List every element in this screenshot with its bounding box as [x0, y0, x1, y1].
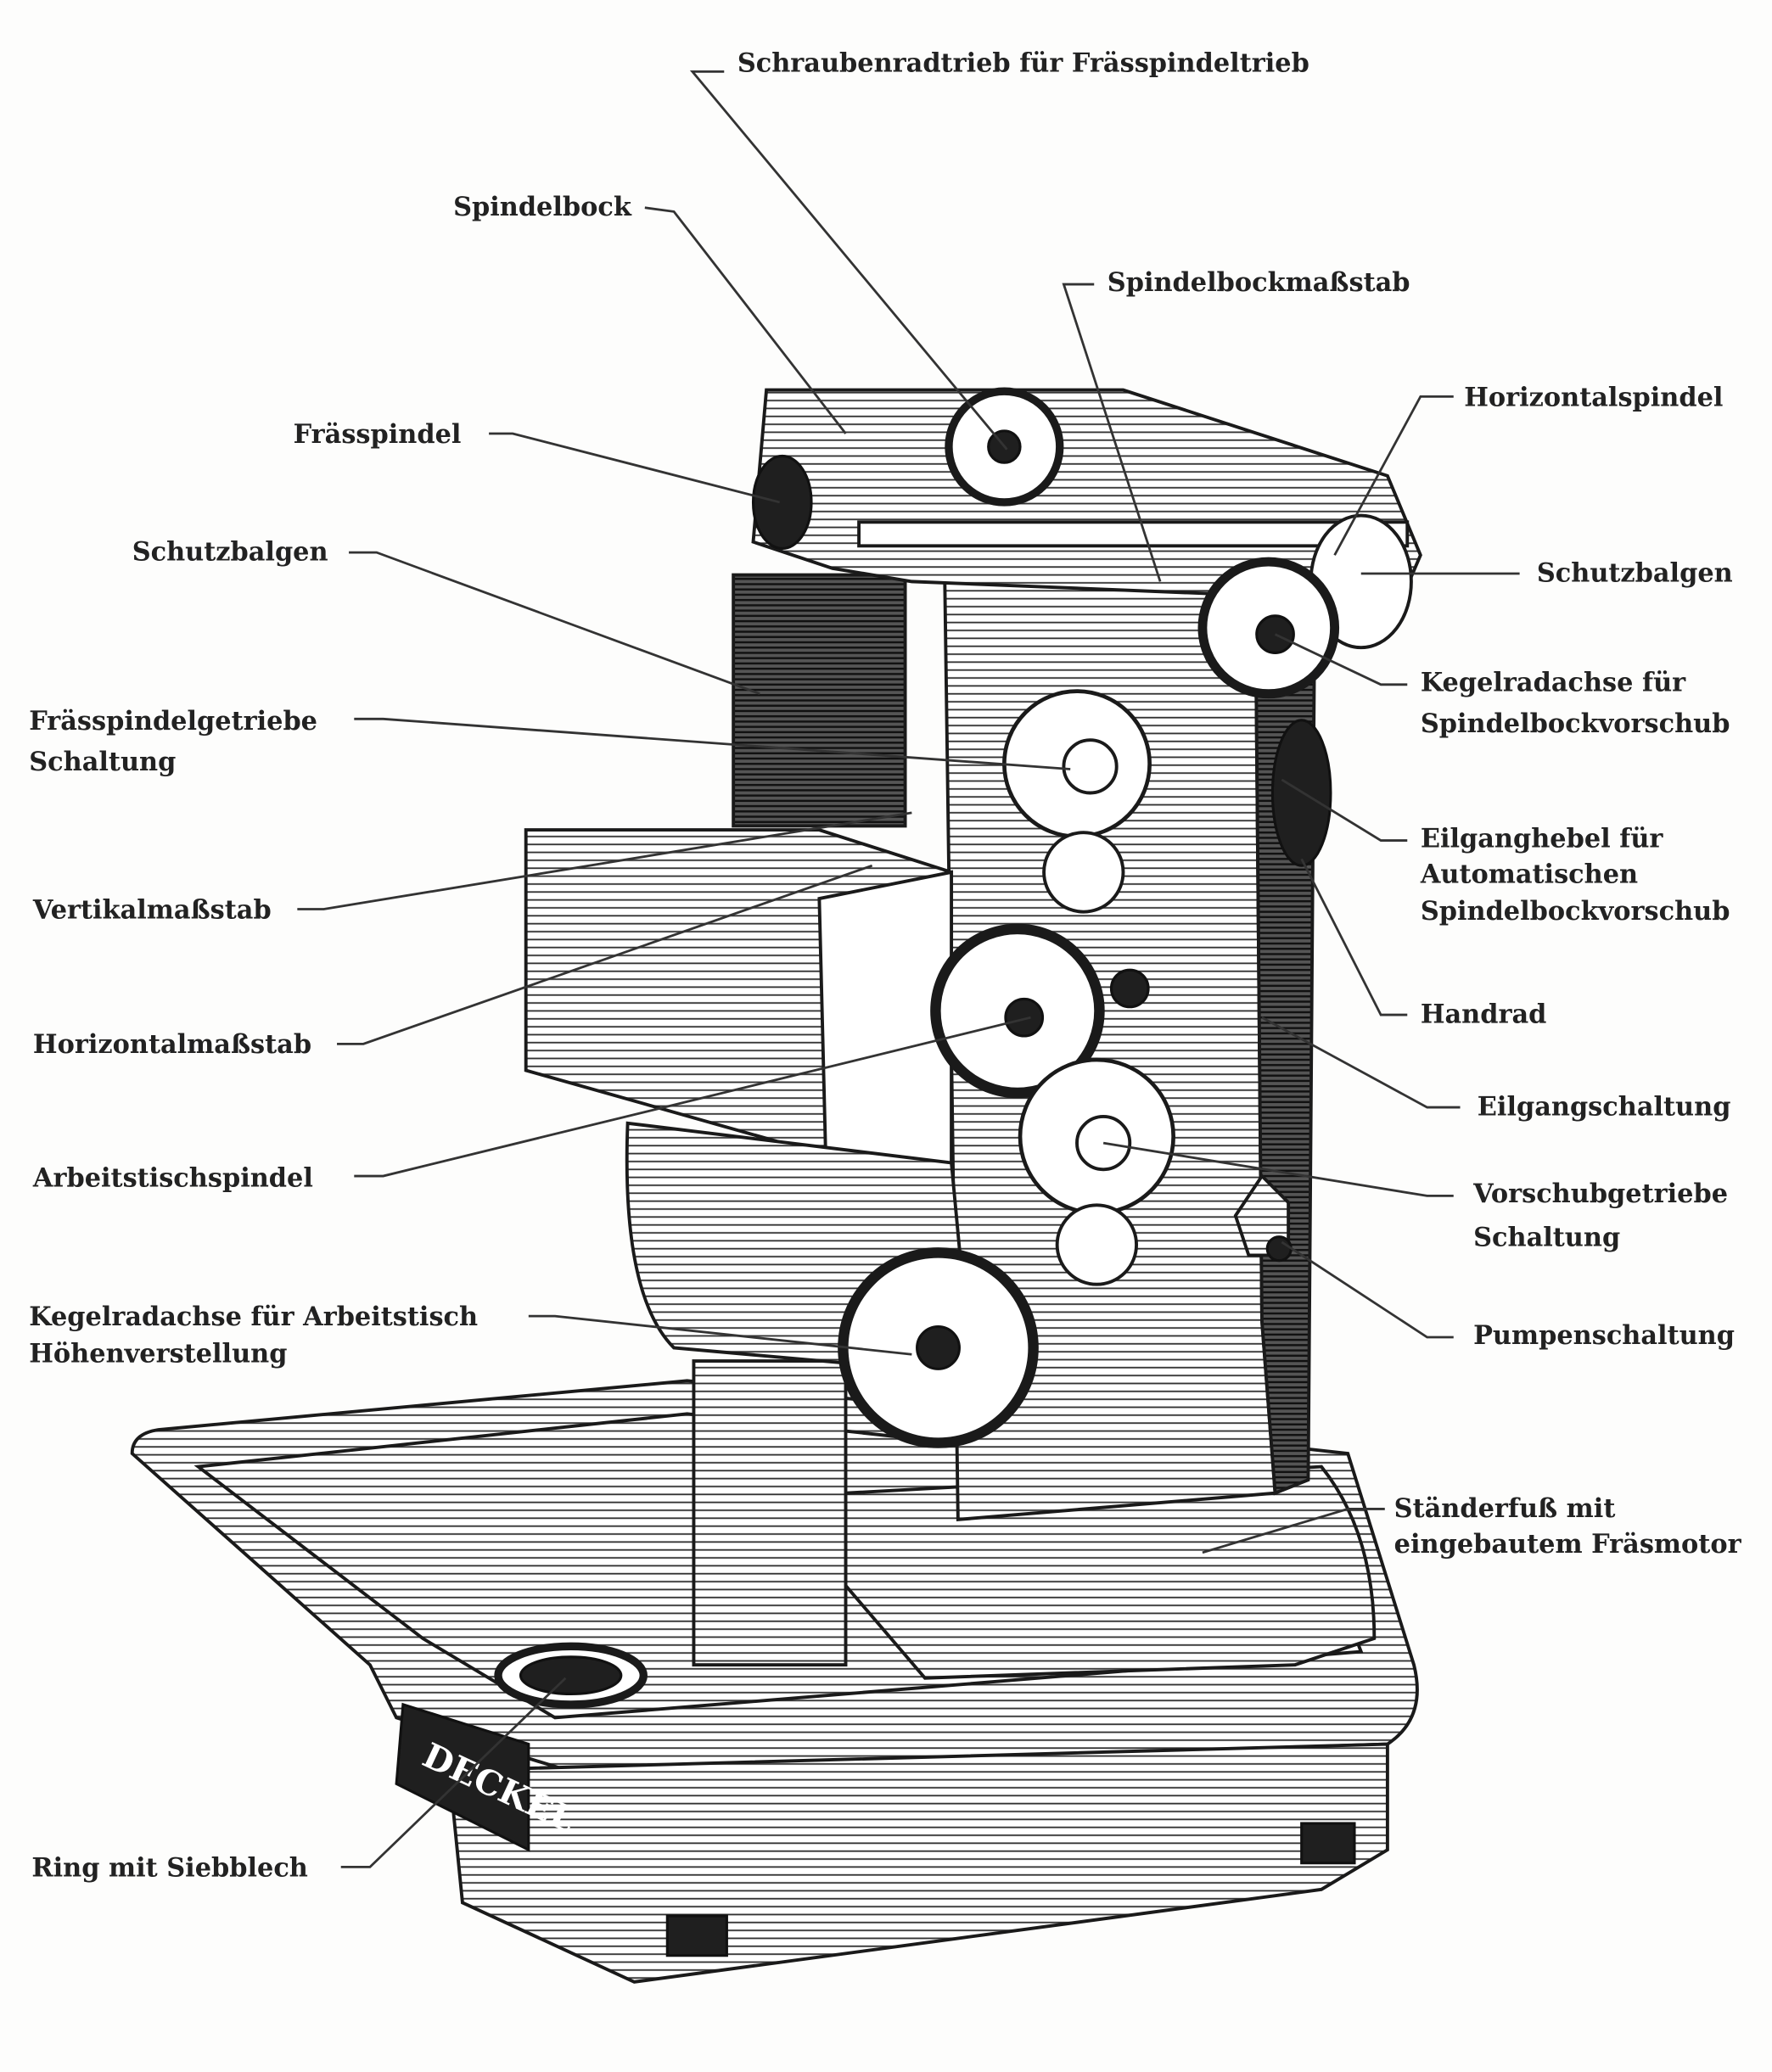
label-eilganghebel-2: Automatischen — [1420, 859, 1638, 889]
leader-pumpenschaltung — [1281, 1240, 1454, 1339]
leader-spindelbockmassstab — [1062, 283, 1162, 582]
pump-switch — [1233, 1173, 1291, 1257]
base-foot-left — [665, 1914, 728, 1957]
hoehen-handwheel-hub — [916, 1324, 961, 1370]
sieve — [519, 1655, 623, 1695]
machine-illustration: DECKEL — [130, 387, 1422, 1984]
label-kegelradachse-spindelbock-1: Kegelradachse für — [1421, 668, 1686, 698]
spindelbock-scale — [857, 520, 1410, 548]
leader-handrad — [1300, 858, 1408, 1016]
leader-kegelradachse-spindelbock — [1274, 633, 1408, 686]
leader-horizontalspindel — [1333, 395, 1454, 556]
base-plinth — [447, 1742, 1389, 1984]
label-handrad: Handrad — [1421, 999, 1547, 1029]
label-schutzbalgen-left: Schutzbalgen — [132, 536, 328, 567]
leader-arbeitstischspindel — [354, 1016, 1031, 1178]
knee-column — [692, 1359, 848, 1667]
leader-schutzbalgen-left — [349, 551, 760, 696]
pump-switch-knob — [1265, 1235, 1293, 1263]
label-vertikalmassstab: Vertikalmaßstab — [32, 894, 272, 925]
label-horizontalmassstab: Horizontalmaßstab — [33, 1029, 311, 1060]
label-schraubenradtrieb: Schraubenradtrieb für Frässpindeltrieb — [737, 48, 1309, 78]
label-kegelradachse-spindelbock-2: Spindelbockvorschub — [1421, 708, 1730, 739]
label-eilganghebel-3: Spindelbockvorschub — [1421, 896, 1730, 927]
dial-center — [1062, 738, 1119, 795]
black-plug — [1109, 968, 1150, 1009]
label-fraesspindelgetriebe-1: Frässpindelgetriebe — [29, 706, 317, 736]
label-kegelradachse-arbeitstisch-2: Höhenverstellung — [29, 1339, 287, 1369]
leader-horizontalmassstab — [337, 864, 873, 1045]
label-spindelbock: Spindelbock — [453, 192, 632, 222]
leader-eilganghebel — [1281, 778, 1408, 842]
label-fraesspindel: Frässpindel — [294, 419, 462, 450]
leader-eilgangschaltung — [1261, 1016, 1461, 1109]
base-foot-right — [1300, 1822, 1356, 1865]
leader-schraubenradtrieb — [689, 70, 1008, 451]
knob-lower — [1055, 1203, 1139, 1286]
fraesspindel — [751, 454, 813, 551]
label-schutzbalgen-right: Schutzbalgen — [1537, 557, 1733, 588]
leader-fraesspindel — [489, 432, 781, 504]
bellows-left — [732, 573, 907, 828]
label-vorschubgetriebe-2: Schaltung — [1473, 1223, 1620, 1253]
labels: Schraubenradtrieb für Frässpindeltrieb S… — [29, 48, 1741, 1883]
leader-ring-siebblech — [340, 1677, 567, 1868]
label-pumpenschaltung: Pumpenschaltung — [1473, 1320, 1735, 1351]
label-ring-siebblech: Ring mit Siebblech — [31, 1852, 308, 1883]
label-kegelradachse-arbeitstisch-1: Kegelradachse für Arbeitstisch — [29, 1302, 478, 1332]
label-horizontalspindel: Horizontalspindel — [1464, 382, 1723, 412]
label-staenderfuss-1: Ständerfuß mit — [1394, 1493, 1616, 1524]
label-fraesspindelgetriebe-2: Schaltung — [29, 747, 176, 777]
leader-lines — [297, 70, 1520, 1868]
label-vorschubgetriebe-1: Vorschubgetriebe — [1472, 1179, 1728, 1209]
leader-spindelbock — [644, 206, 847, 434]
label-staenderfuss-2: eingebautem Fräsmotor — [1394, 1529, 1742, 1560]
leader-staenderfuss — [1202, 1508, 1385, 1554]
label-spindelbockmassstab: Spindelbockmaßstab — [1108, 267, 1410, 298]
leader-vertikalmassstab — [297, 811, 912, 910]
arbeitstisch-handwheel-hub — [1004, 997, 1045, 1038]
label-eilganghebel-1: Eilganghebel für — [1421, 823, 1664, 854]
knob-upper — [1042, 831, 1125, 914]
leader-fraesspindelgetriebe — [354, 717, 1071, 770]
label-eilgangschaltung: Eilgangschaltung — [1478, 1091, 1731, 1122]
label-arbeitstischspindel: Arbeitstischspindel — [32, 1163, 313, 1194]
leader-kegelradachse-arbeitstisch — [528, 1314, 912, 1356]
leader-vorschubgetriebe — [1102, 1141, 1454, 1197]
